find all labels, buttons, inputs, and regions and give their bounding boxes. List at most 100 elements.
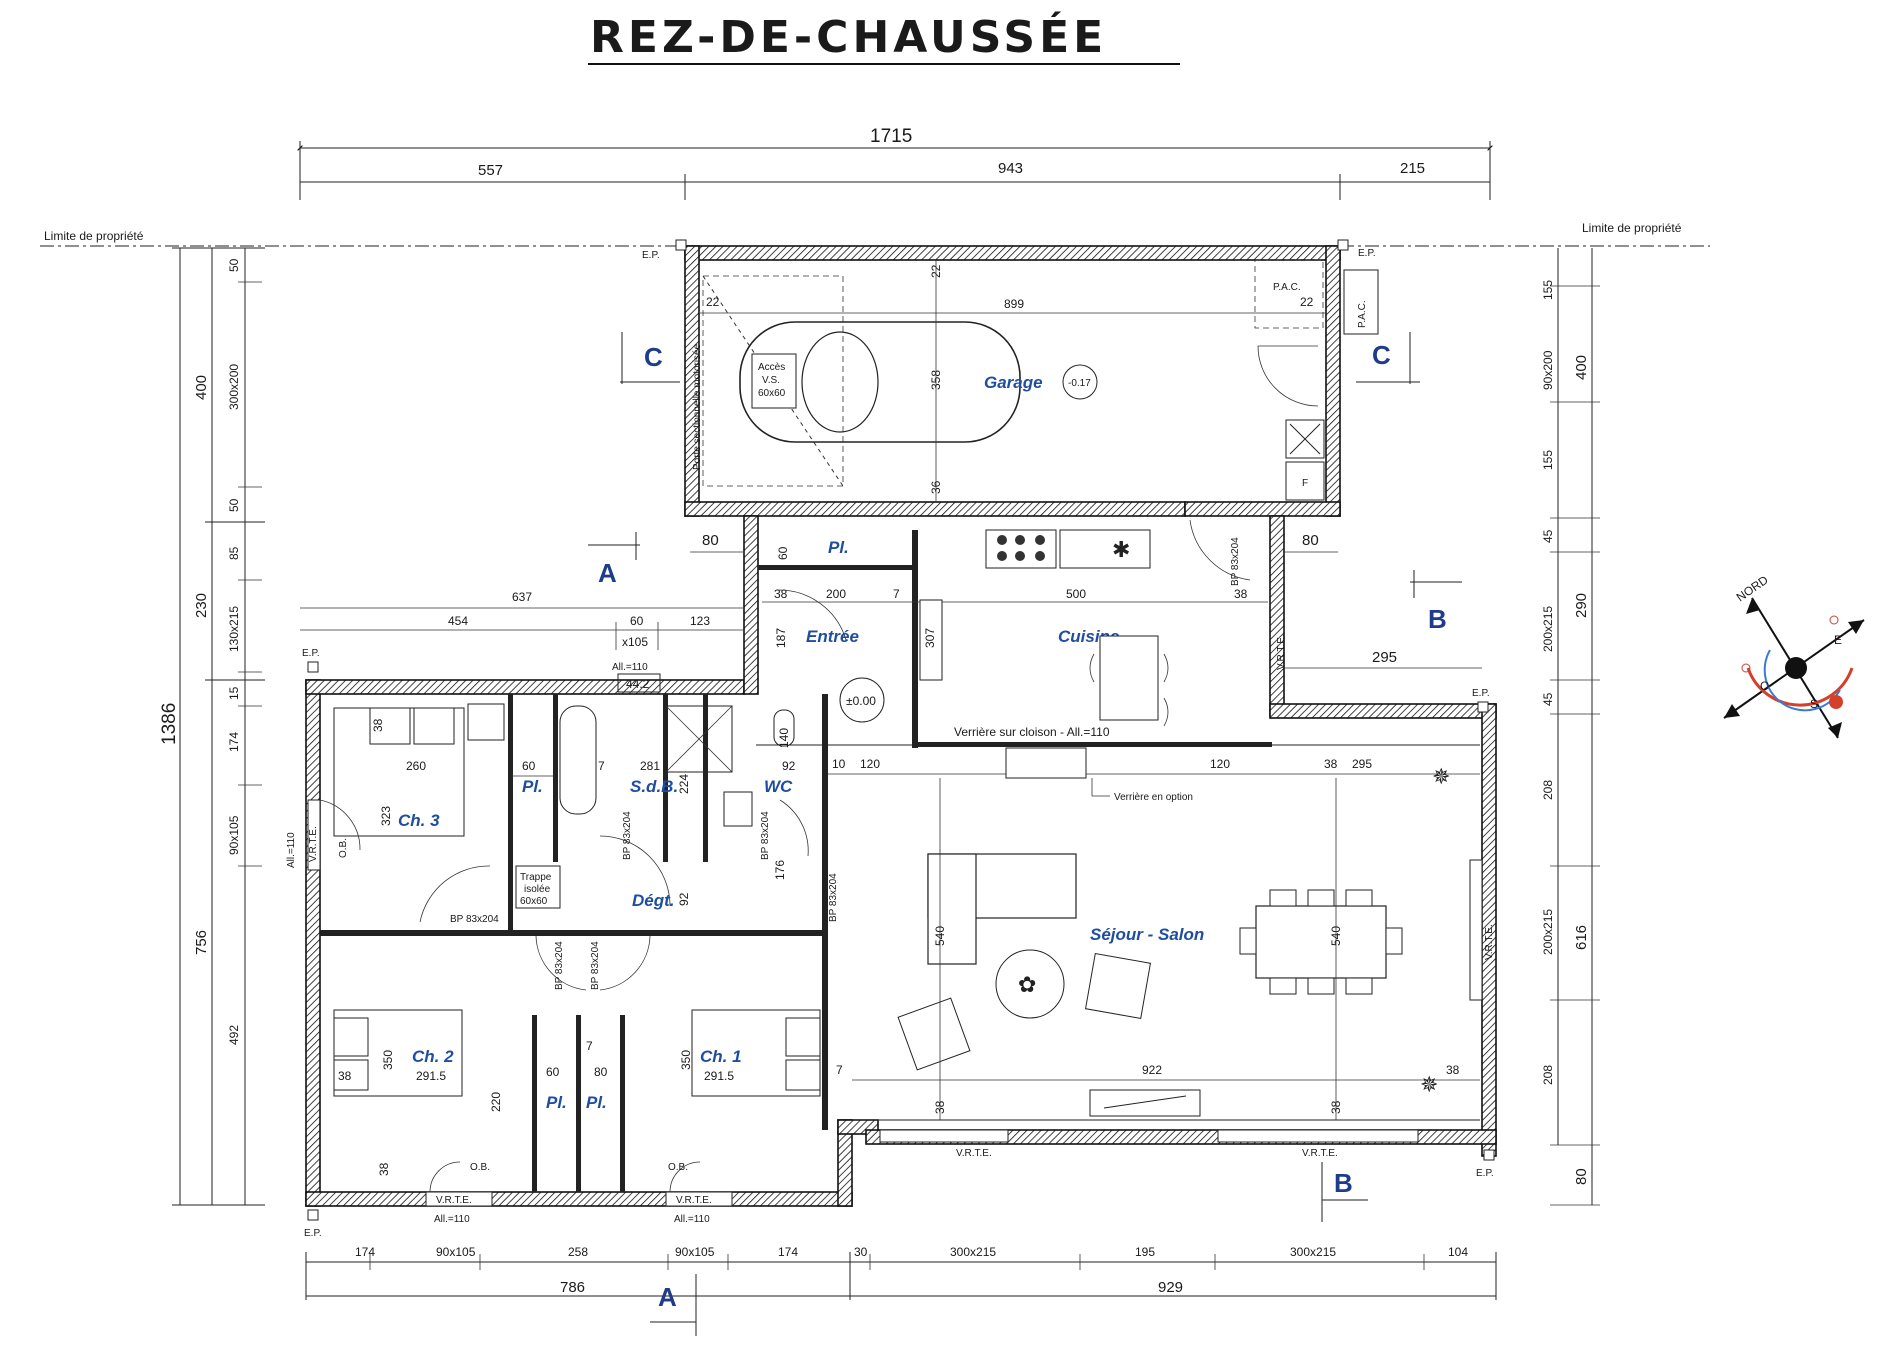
dim-260: 260	[406, 759, 426, 773]
dim-right-200x215b: 200x215	[1541, 909, 1555, 955]
left-dimensions: 1386 400 230 756 50 300x200 50 85 130x21…	[159, 247, 265, 1206]
section-a-top: A	[598, 558, 617, 588]
dim-bottom-104: 104	[1448, 1245, 1468, 1259]
room-degt: Dégt.	[632, 891, 675, 910]
right-dimensions: 155 90x200 155 45 200x215 45 208 200x215…	[1541, 248, 1600, 1206]
dim-right-200x215a: 200x215	[1541, 606, 1555, 652]
section-c-right: C	[1372, 340, 1391, 370]
dim-22b: 22	[1300, 295, 1314, 309]
svg-text:✵: ✵	[1420, 1073, 1438, 1098]
all110-ch2: All.=110	[434, 1214, 470, 1225]
dim-bottom-174b: 174	[778, 1245, 798, 1259]
dim-22c: 22	[706, 295, 720, 309]
dim-38d: 38	[1324, 757, 1338, 771]
compass-e: E	[1834, 633, 1842, 647]
dim-top-c: 215	[1400, 160, 1425, 177]
room-pl-a: Pl.	[546, 1093, 567, 1112]
section-b-bottom: B	[1334, 1168, 1353, 1198]
dim-right-155b: 155	[1541, 450, 1555, 470]
dim-224: 224	[677, 774, 691, 794]
dim-80c: 80	[594, 1065, 608, 1079]
ob-ch3: O.B.	[338, 838, 349, 858]
dim-7b: 7	[598, 759, 605, 773]
dim-left-middle: 230	[193, 593, 210, 618]
dim-left-90x105: 90x105	[227, 815, 241, 855]
access-hatch	[751, 353, 797, 409]
dim-60c: 60	[522, 759, 536, 773]
dim-454: 454	[448, 614, 468, 628]
dim-left-50b: 50	[227, 498, 241, 512]
vrte-ch3: V.R.T.E.	[308, 826, 319, 862]
bp-garage: BP 83x204	[1230, 537, 1241, 586]
dim-38g: 38	[1329, 1100, 1343, 1114]
room-pl-entree: Pl.	[828, 538, 849, 557]
dim-right-45b: 45	[1541, 692, 1555, 706]
dim-right-45a: 45	[1541, 529, 1555, 543]
all110-ch1: All.=110	[674, 1214, 710, 1225]
dim-top-a: 557	[478, 162, 503, 179]
dim-187: 187	[774, 628, 788, 648]
dim-bottom-300x215a: 300x215	[950, 1245, 996, 1259]
ep-marker-right-top: E.P.	[1472, 688, 1490, 699]
dim-bottom-195: 195	[1135, 1245, 1155, 1259]
compass-o: O	[1760, 679, 1769, 693]
access-hatch-2: V.S.	[762, 375, 780, 386]
dim-500: 500	[1066, 587, 1086, 601]
north-arrow-icon	[1746, 598, 1760, 614]
dim-bottom-left-total: 786	[560, 1279, 585, 1296]
dim-left-300x200: 300x200	[227, 364, 241, 410]
bathtub-icon	[559, 705, 597, 815]
bp-sdb: BP 83x204	[622, 811, 633, 860]
room-pl-b: Pl.	[586, 1093, 607, 1112]
dim-bottom-174a: 174	[355, 1245, 375, 1259]
dim-281: 281	[640, 759, 660, 773]
svg-text:✿: ✿	[1018, 973, 1036, 998]
dim-left-upper: 400	[193, 375, 210, 400]
dim-x105: x105	[622, 635, 648, 649]
dim-350b: 350	[679, 1050, 693, 1070]
dim-120b: 120	[1210, 757, 1230, 771]
room-ch1: Ch. 1	[700, 1047, 742, 1066]
coffee-table-icon	[995, 949, 1065, 1019]
entrance-kitchen: 80 80 Pl. 60 38 200 7 500 38 187 Entrée …	[690, 519, 1482, 739]
trappe-3: 60x60	[520, 896, 548, 907]
dim-176: 176	[773, 860, 787, 880]
vrte-kitchen: V.R.T.E.	[1276, 634, 1287, 670]
room-ch2: Ch. 2	[412, 1047, 454, 1066]
bp-degt-a: BP 83x204	[554, 941, 565, 990]
svg-text:✵: ✵	[1432, 765, 1450, 790]
dim-left-174: 174	[227, 732, 241, 752]
dim-left-lower: 756	[193, 930, 210, 955]
living-room: 140 10 120 387 120 38 295 Verrière en op…	[777, 728, 1495, 1159]
dim-637: 637	[512, 590, 532, 604]
property-limit-left: Limite de propriété	[44, 229, 144, 243]
dim-7d: 7	[586, 1039, 593, 1053]
car-icon	[739, 321, 1021, 443]
compass-s: S	[1810, 697, 1818, 711]
dim-right-208a: 208	[1541, 780, 1555, 800]
vmc-icon: ✱	[1112, 538, 1130, 563]
ep-marker-right-bottom: E.P.	[1476, 1168, 1494, 1179]
pac-label-outer: P.A.C.	[1357, 300, 1368, 328]
dim-38b: 38	[1234, 587, 1248, 601]
entree-level: ±0.00	[846, 694, 876, 708]
dim-38h: 38	[1446, 1063, 1460, 1077]
ob-ch2: O.B.	[470, 1162, 490, 1173]
room-garage: Garage	[984, 373, 1043, 392]
interior-partitions	[320, 530, 1480, 1192]
pac-label-inner: P.A.C.	[1273, 282, 1301, 293]
vrte-ch2: V.R.T.E.	[436, 1195, 472, 1206]
room-ch3: Ch. 3	[398, 811, 440, 830]
vrte-living-bottom-b: V.R.T.E.	[1302, 1148, 1338, 1159]
ep-marker-left-top: E.P.	[302, 648, 320, 659]
property-limit-right: Limite de propriété	[1582, 221, 1682, 235]
all110-ch3: All.=110	[286, 832, 297, 868]
dim-left-15: 15	[227, 686, 241, 700]
dim-bottom-300x215b: 300x215	[1290, 1245, 1336, 1259]
dim-38i: 38	[377, 1162, 391, 1176]
dim-left-50a: 50	[227, 258, 241, 272]
bp-degt-b: BP 83x204	[590, 941, 601, 990]
dim-200: 200	[826, 587, 846, 601]
dim-295b: 295	[1352, 757, 1372, 771]
